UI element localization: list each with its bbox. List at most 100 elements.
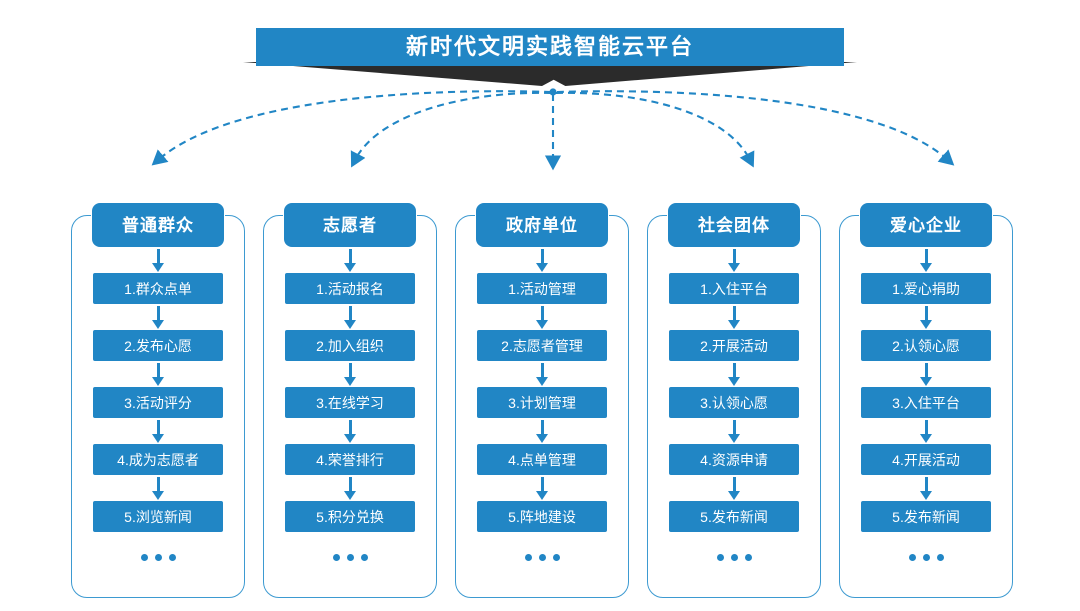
flow-arrow-icon <box>838 361 1014 387</box>
list-item[interactable]: 3.入住平台 <box>861 387 991 418</box>
column-item-list: 1.活动报名 2.加入组织 3.在线学习 4.荣誉排行 5.积分兑换 <box>262 247 438 587</box>
column-header-label: 志愿者 <box>323 215 377 235</box>
flow-arrow-icon <box>262 475 438 501</box>
list-item[interactable]: 5.发布新闻 <box>669 501 799 532</box>
flow-arrow-icon <box>838 304 1014 330</box>
list-item[interactable]: 1.活动报名 <box>285 273 415 304</box>
item-label: 5.发布新闻 <box>892 508 960 525</box>
flow-arrow-icon <box>70 418 246 444</box>
role-column-shehuituanti: 社会团体 1.入住平台 2.开展活动 3.认领心愿 4.资源申请 5.发布新闻 <box>646 203 846 598</box>
item-label: 3.在线学习 <box>316 394 384 411</box>
flow-arrow-icon <box>454 418 630 444</box>
list-item[interactable]: 1.入住平台 <box>669 273 799 304</box>
column-header-label: 爱心企业 <box>890 215 962 235</box>
list-item[interactable]: 4.荣誉排行 <box>285 444 415 475</box>
list-item[interactable]: 2.加入组织 <box>285 330 415 361</box>
item-label: 4.成为志愿者 <box>117 451 199 468</box>
item-label: 3.认领心愿 <box>700 394 768 411</box>
flow-arrow-icon <box>70 247 246 273</box>
column-item-list: 1.入住平台 2.开展活动 3.认领心愿 4.资源申请 5.发布新闻 <box>646 247 822 587</box>
item-label: 4.开展活动 <box>892 451 960 468</box>
item-label: 1.入住平台 <box>700 280 768 297</box>
item-label: 5.积分兑换 <box>316 508 384 525</box>
column-item-list: 1.活动管理 2.志愿者管理 3.计划管理 4.点单管理 5.阵地建设 <box>454 247 630 587</box>
column-header-badge[interactable]: 爱心企业 <box>860 203 992 247</box>
column-header-badge[interactable]: 志愿者 <box>284 203 416 247</box>
column-item-list: 1.爱心捐助 2.认领心愿 3.入住平台 4.开展活动 5.发布新闻 <box>838 247 1014 587</box>
list-item[interactable]: 5.发布新闻 <box>861 501 991 532</box>
flow-arrow-icon <box>70 475 246 501</box>
list-item[interactable]: 3.认领心愿 <box>669 387 799 418</box>
column-header-label: 普通群众 <box>122 215 194 235</box>
item-label: 2.发布心愿 <box>124 337 192 354</box>
role-column-aixinqiye: 爱心企业 1.爱心捐助 2.认领心愿 3.入住平台 4.开展活动 5.发布新闻 <box>838 203 1038 598</box>
list-item[interactable]: 5.浏览新闻 <box>93 501 223 532</box>
more-items-ellipsis <box>838 540 1014 574</box>
item-label: 1.群众点单 <box>124 280 192 297</box>
list-item[interactable]: 1.群众点单 <box>93 273 223 304</box>
flow-arrow-icon <box>454 361 630 387</box>
item-label: 5.阵地建设 <box>508 508 576 525</box>
flow-arrow-icon <box>646 475 822 501</box>
list-item[interactable]: 4.点单管理 <box>477 444 607 475</box>
connector-to-col-2 <box>350 91 552 168</box>
more-items-ellipsis <box>646 540 822 574</box>
item-label: 1.活动管理 <box>508 280 576 297</box>
flow-arrow-icon <box>262 418 438 444</box>
list-item[interactable]: 4.开展活动 <box>861 444 991 475</box>
column-header-label: 社会团体 <box>698 215 770 235</box>
flow-arrow-icon <box>646 304 822 330</box>
list-item[interactable]: 5.阵地建设 <box>477 501 607 532</box>
flow-arrow-icon <box>70 361 246 387</box>
list-item[interactable]: 3.活动评分 <box>93 387 223 418</box>
connector-to-col-1 <box>151 90 552 166</box>
item-label: 5.浏览新闻 <box>124 508 192 525</box>
role-columns: 普通群众 1.群众点单 2.发布心愿 3.活动评分 4.成为志愿者 5.浏览新闻 <box>0 203 1080 598</box>
item-label: 2.开展活动 <box>700 337 768 354</box>
flow-arrow-icon <box>70 304 246 330</box>
list-item[interactable]: 4.成为志愿者 <box>93 444 223 475</box>
list-item[interactable]: 2.志愿者管理 <box>477 330 607 361</box>
connector-hub-dot <box>549 88 557 96</box>
list-item[interactable]: 1.活动管理 <box>477 273 607 304</box>
flow-arrow-icon <box>838 418 1014 444</box>
list-item[interactable]: 3.在线学习 <box>285 387 415 418</box>
flow-arrow-icon <box>262 247 438 273</box>
flow-arrow-icon <box>646 361 822 387</box>
column-header-label: 政府单位 <box>506 215 578 235</box>
item-label: 5.发布新闻 <box>700 508 768 525</box>
column-header-badge[interactable]: 普通群众 <box>92 203 224 247</box>
flow-arrow-icon <box>454 247 630 273</box>
list-item[interactable]: 2.认领心愿 <box>861 330 991 361</box>
flow-arrow-icon <box>646 247 822 273</box>
flow-arrow-icon <box>838 475 1014 501</box>
flow-arrow-icon <box>838 247 1014 273</box>
role-column-putongqunzhong: 普通群众 1.群众点单 2.发布心愿 3.活动评分 4.成为志愿者 5.浏览新闻 <box>70 203 270 598</box>
item-label: 3.入住平台 <box>892 394 960 411</box>
list-item[interactable]: 2.发布心愿 <box>93 330 223 361</box>
more-items-ellipsis <box>454 540 630 574</box>
list-item[interactable]: 5.积分兑换 <box>285 501 415 532</box>
list-item[interactable]: 1.爱心捐助 <box>861 273 991 304</box>
flow-arrow-icon <box>454 304 630 330</box>
more-items-ellipsis <box>70 540 246 574</box>
column-header-badge[interactable]: 政府单位 <box>476 203 608 247</box>
role-column-zhengfudanwei: 政府单位 1.活动管理 2.志愿者管理 3.计划管理 4.点单管理 5.阵地建设 <box>454 203 654 598</box>
item-label: 4.资源申请 <box>700 451 768 468</box>
list-item[interactable]: 3.计划管理 <box>477 387 607 418</box>
item-label: 4.点单管理 <box>508 451 576 468</box>
list-item[interactable]: 2.开展活动 <box>669 330 799 361</box>
item-label: 2.志愿者管理 <box>501 337 583 354</box>
flow-arrow-icon <box>646 418 822 444</box>
connector-to-col-5 <box>556 90 955 166</box>
column-header-badge[interactable]: 社会团体 <box>668 203 800 247</box>
platform-title-bar: 新时代文明实践智能云平台 <box>256 28 844 66</box>
list-item[interactable]: 4.资源申请 <box>669 444 799 475</box>
item-label: 3.活动评分 <box>124 394 192 411</box>
page-title: 新时代文明实践智能云平台 <box>405 34 694 59</box>
item-label: 1.活动报名 <box>316 280 384 297</box>
item-label: 4.荣誉排行 <box>316 451 384 468</box>
flow-arrow-icon <box>454 475 630 501</box>
more-items-ellipsis <box>262 540 438 574</box>
